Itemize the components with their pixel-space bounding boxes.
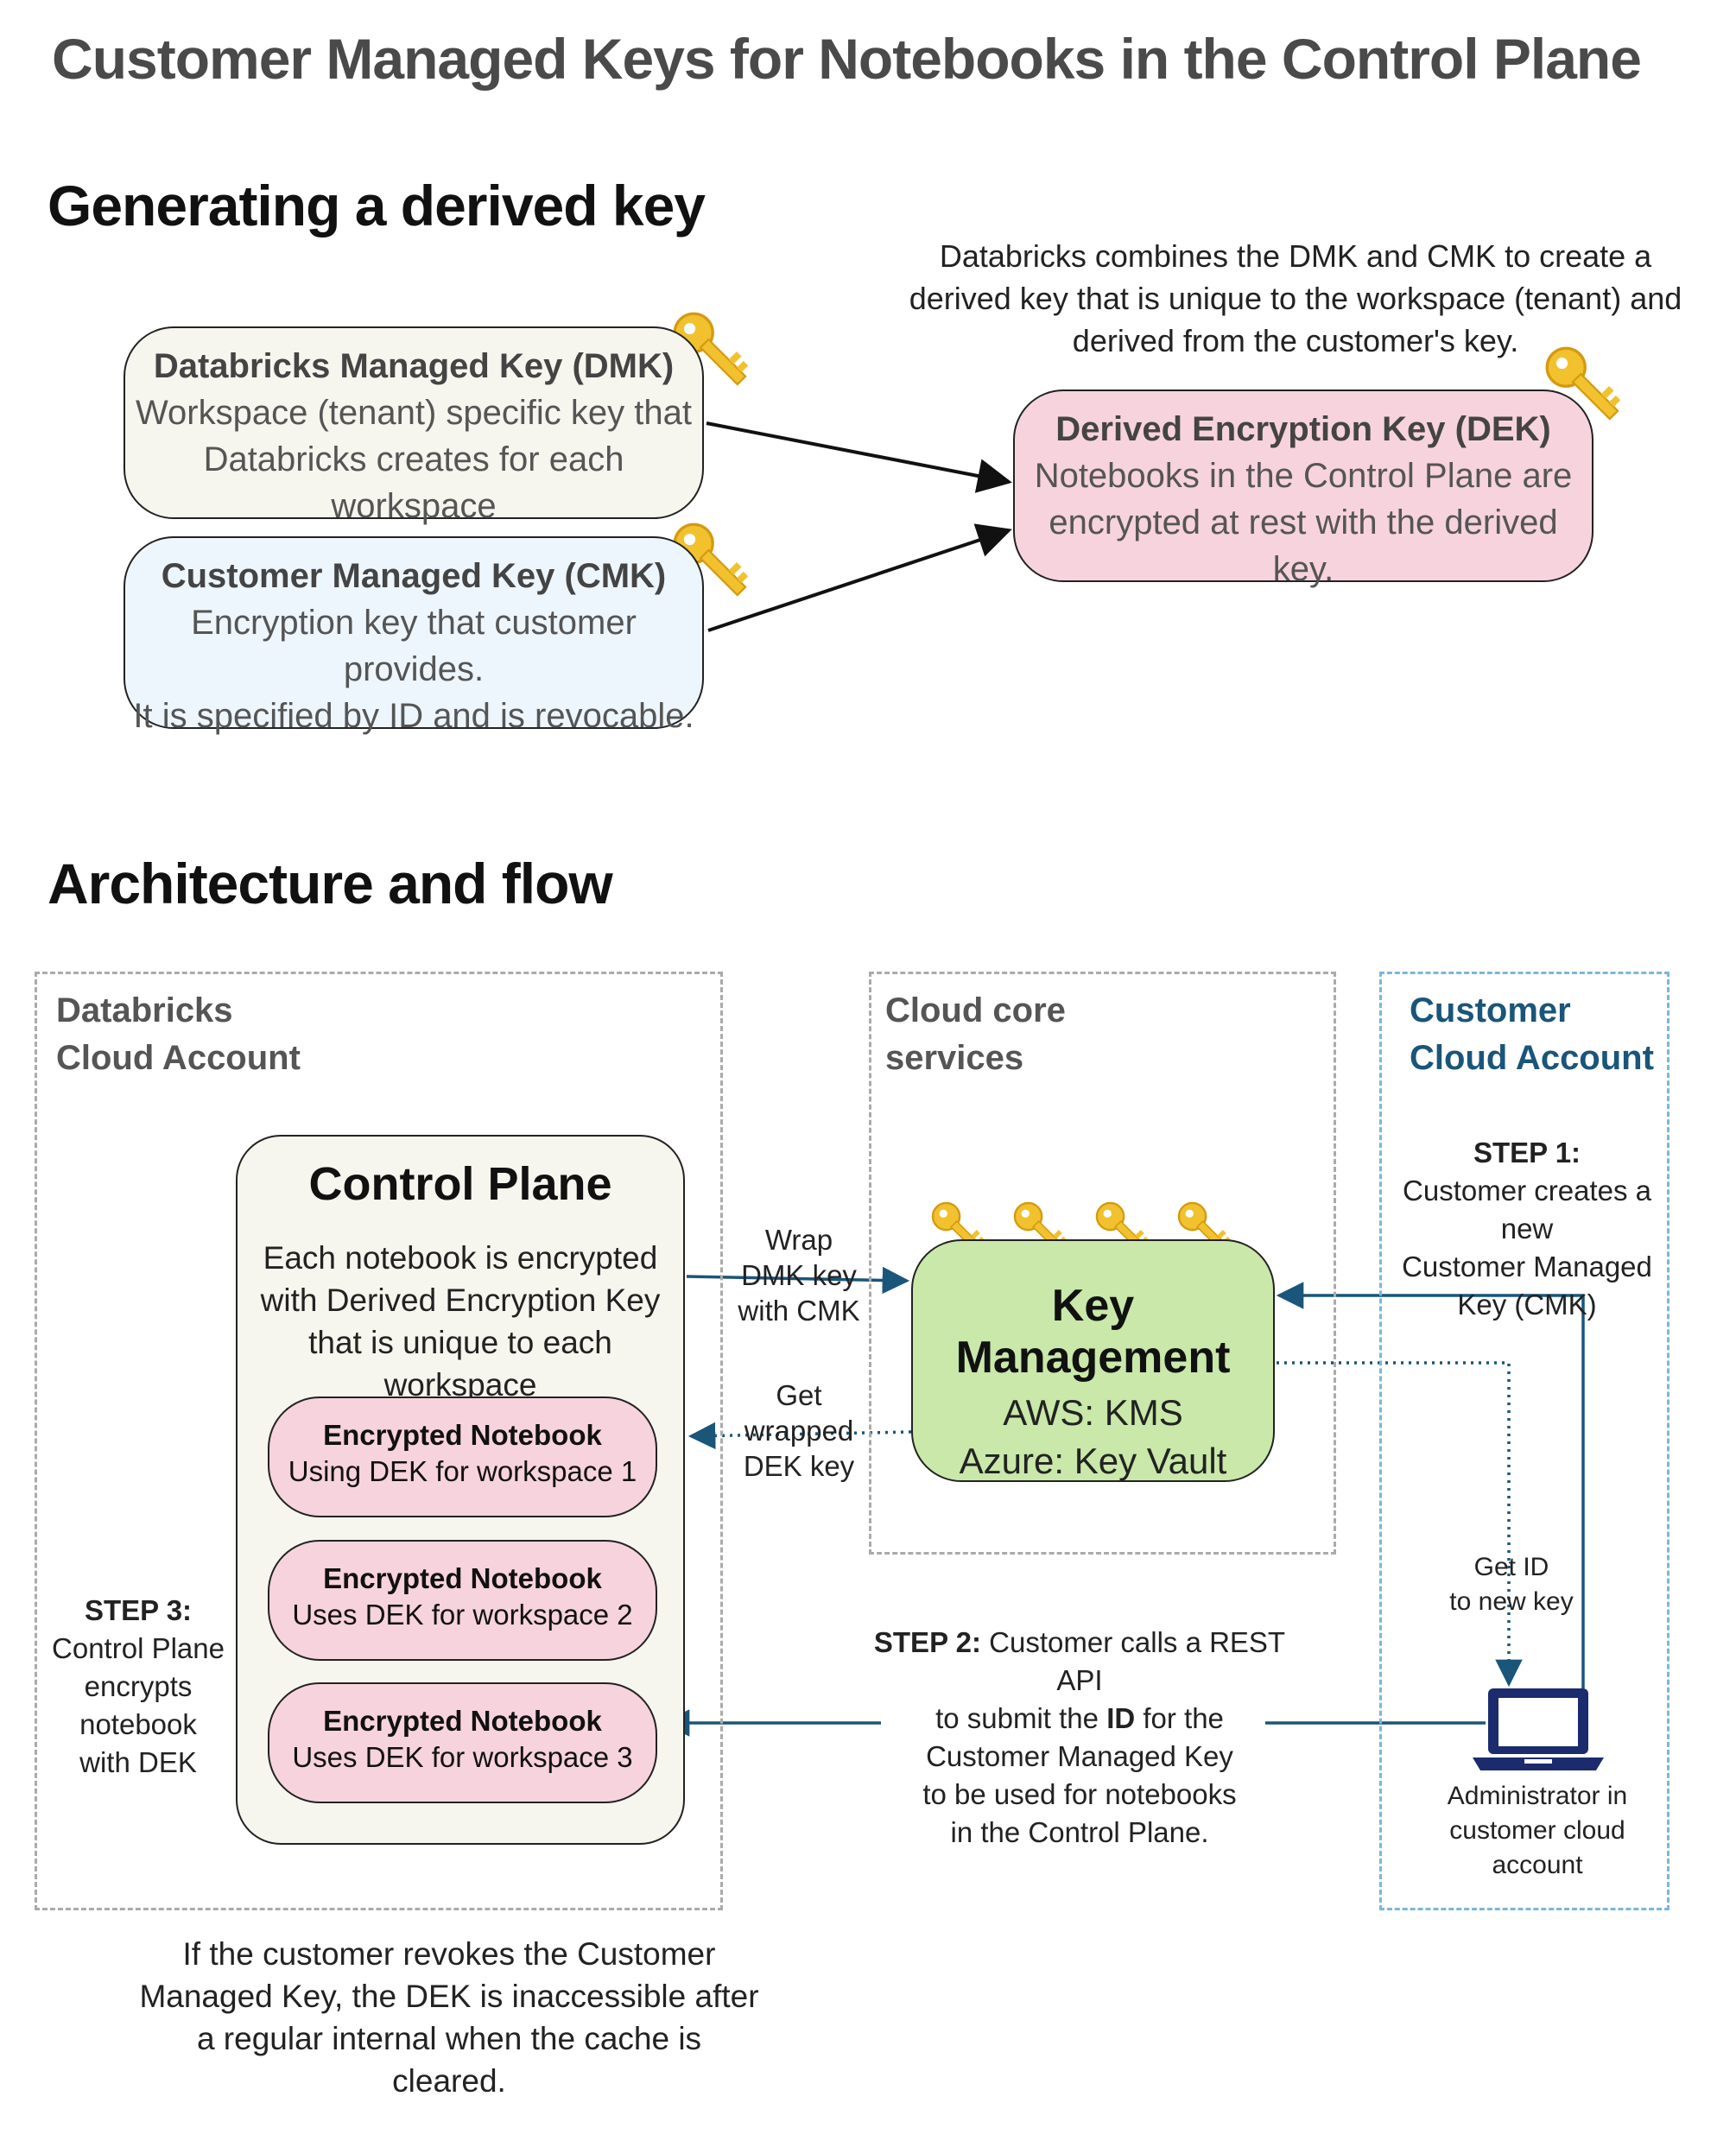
step1-line: Customer creates a new [1403, 1175, 1651, 1244]
administrator-label: Administrator in customer cloud account [1416, 1779, 1658, 1883]
cmk-desc-line2: It is specified by ID and is revocable. [133, 697, 694, 735]
section-heading-architecture: Architecture and flow [48, 852, 613, 915]
step3-note: STEP 3: Control Plane encrypts notebook … [48, 1592, 229, 1782]
arrow-cmk-to-dek [707, 523, 1012, 632]
step2-line: in the Control Plane. [950, 1816, 1209, 1848]
dek-desc-line2: encrypted at rest with the derived key. [1049, 504, 1558, 588]
notebook-title: Encrypted Notebook [323, 1562, 602, 1594]
step2-text: for the [1143, 1702, 1224, 1734]
dek-title: Derived Encryption Key (DEK) [1055, 410, 1551, 448]
dmk-desc-line2: Databricks creates for each workspace [203, 440, 624, 525]
customer-cloud-account-label: Customer Cloud Account [1410, 987, 1654, 1082]
step2-text: to submit the [935, 1702, 1099, 1734]
flow-label-line: Get ID [1473, 1553, 1549, 1581]
control-plane-title: Control Plane [308, 1158, 612, 1210]
laptop-icon [1473, 1688, 1604, 1770]
databricks-cloud-account-label: Databricks Cloud Account [56, 987, 301, 1082]
step2-line: to submit the ID for the [864, 1700, 1296, 1738]
customer-cloud-account-box [1379, 972, 1669, 1910]
step1-line: Customer Managed [1402, 1251, 1652, 1282]
admin-label-line: Administrator in [1447, 1782, 1628, 1810]
flow-label-line: with CMK [738, 1295, 860, 1327]
step3-line: Control Plane [52, 1632, 225, 1664]
flow-label-line: Wrap [764, 1224, 833, 1256]
databricks-cloud-account-box [35, 972, 723, 1910]
key-management-title: Key Management [955, 1281, 1231, 1383]
revoke-note: If the customer revokes the Customer Man… [139, 1936, 759, 2099]
flow-label-line: to new key [1449, 1587, 1574, 1616]
label-line: services [885, 1039, 1024, 1077]
label-line: Databricks [56, 991, 233, 1029]
arrow-get-wrapped-dek [687, 1422, 912, 1450]
key-management-node: Key Management AWS: KMS Azure: Key Vault [911, 1239, 1275, 1482]
dmk-node: Databricks Managed Key (DMK) Workspace (… [124, 326, 704, 525]
dek-node: Derived Encryption Key (DEK) Notebooks i… [1013, 390, 1593, 588]
admin-label-line: customer cloud [1449, 1816, 1625, 1845]
step3-line: notebook [79, 1708, 197, 1740]
step1-note: STEP 1: Customer creates a new Customer … [1384, 1134, 1669, 1324]
dmk-desc: Workspace (tenant) specific key that Dat… [125, 390, 702, 529]
step2-line: STEP 2: Customer calls a REST API [864, 1624, 1296, 1700]
key-management-aws: AWS: KMS [1003, 1392, 1183, 1433]
step2-note: STEP 2: Customer calls a REST API to sub… [864, 1624, 1296, 1852]
encrypted-notebook-1: Encrypted Notebook Using DEK for workspa… [268, 1396, 657, 1517]
cloud-core-services-label: Cloud core services [885, 987, 1066, 1082]
encrypted-notebook-3: Encrypted Notebook Uses DEK for workspac… [268, 1682, 657, 1803]
dmk-title: Databricks Managed Key (DMK) [153, 347, 675, 385]
flow-label-line: DMK key [741, 1259, 857, 1291]
step3-label: STEP 3: [84, 1594, 193, 1626]
get-wrapped-flow-label: Get wrapped DEK key [725, 1378, 872, 1484]
wrap-flow-label: Wrap DMK key with CMK [725, 1222, 872, 1328]
combine-note: Databricks combines the DMK and CMK to c… [909, 238, 1682, 358]
step2-text: Customer calls a REST API [989, 1626, 1286, 1696]
step3-line: encrypts [84, 1670, 193, 1702]
arrow-dmk-to-dek [706, 421, 1012, 493]
notebook-title: Encrypted Notebook [323, 1419, 602, 1451]
step2-line: to be used for notebooks [922, 1778, 1237, 1810]
step1-label: STEP 1: [1473, 1137, 1581, 1168]
step1-line: Key (CMK) [1457, 1289, 1597, 1320]
cmk-title: Customer Managed Key (CMK) [161, 557, 667, 595]
dek-desc: Notebooks in the Control Plane are encry… [1015, 453, 1592, 592]
label-line: Cloud core [885, 991, 1066, 1029]
notebook-title: Encrypted Notebook [323, 1705, 602, 1737]
cloud-core-services-box [869, 972, 1336, 1555]
step2-id-emphasis: ID [1106, 1702, 1136, 1734]
step2-label: STEP 2: [873, 1626, 981, 1658]
notebook-desc: Uses DEK for workspace 2 [292, 1599, 633, 1631]
label-line: Cloud Account [56, 1039, 301, 1077]
dmk-desc-line1: Workspace (tenant) specific key that [136, 394, 692, 432]
notebook-desc: Using DEK for workspace 1 [288, 1455, 637, 1487]
notebook-desc: Uses DEK for workspace 3 [292, 1741, 633, 1773]
control-plane-desc: Each notebook is encrypted with Derived … [260, 1240, 661, 1403]
step3-line: with DEK [79, 1746, 197, 1778]
cmk-desc: Encryption key that customer provides. I… [125, 599, 702, 739]
flow-label-line: wrapped [744, 1415, 854, 1447]
flow-label-line: DEK key [743, 1450, 855, 1482]
key-management-azure: Azure: Key Vault [959, 1441, 1227, 1481]
step2-line: Customer Managed Key [926, 1740, 1233, 1772]
section-heading-derived-key: Generating a derived key [48, 174, 706, 238]
admin-label-line: account [1492, 1851, 1583, 1879]
label-line: Customer [1410, 991, 1571, 1029]
get-id-flow-label: Get ID to new key [1434, 1550, 1589, 1619]
cmk-node: Customer Managed Key (CMK) Encryption ke… [124, 536, 704, 735]
diagram-title: Customer Managed Keys for Notebooks in t… [52, 27, 1642, 91]
dek-desc-line1: Notebooks in the Control Plane are [1034, 457, 1573, 495]
encrypted-notebook-2: Encrypted Notebook Uses DEK for workspac… [268, 1540, 657, 1661]
cmk-desc-line1: Encryption key that customer provides. [191, 604, 637, 688]
flow-label-line: Get [776, 1379, 822, 1411]
key-icon [1545, 346, 1621, 421]
label-line: Cloud Account [1410, 1039, 1654, 1077]
